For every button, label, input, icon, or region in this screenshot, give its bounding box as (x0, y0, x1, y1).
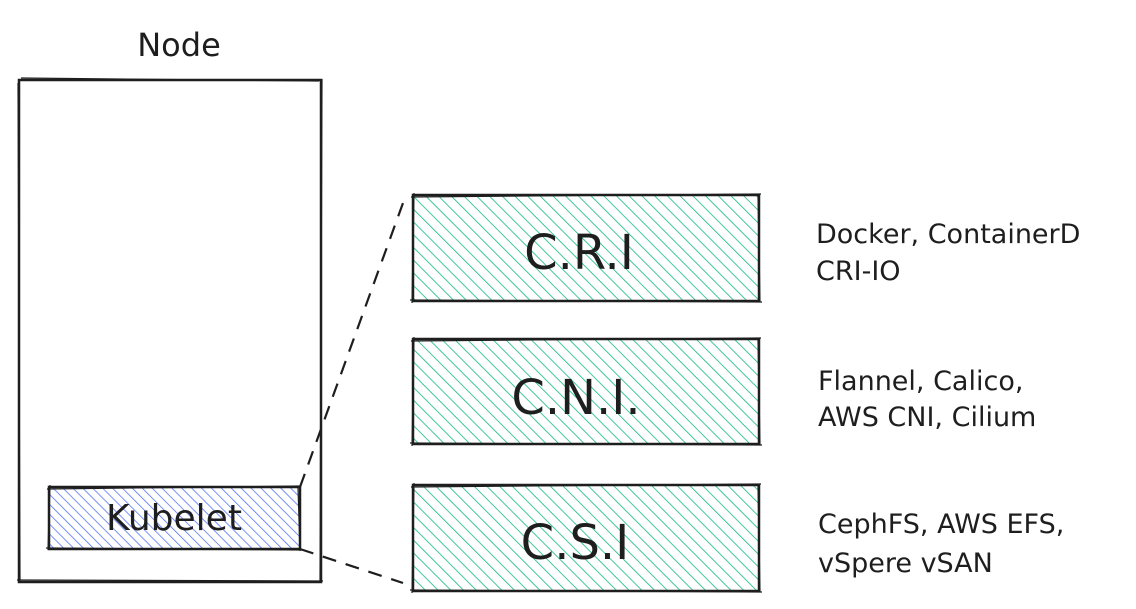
cni-examples-line-1: Flannel, Calico, (818, 366, 1023, 397)
connector-top-dashed-line (298, 202, 405, 488)
cni-examples-line-2: AWS CNI, Cilium (818, 402, 1036, 433)
connector-bottom-dashed-line (299, 547, 404, 585)
kubelet-box (45, 484, 303, 552)
node-box (16, 77, 324, 584)
cri-examples-line-2: CRI-IO (816, 256, 901, 287)
csi-examples-line-1: CephFS, AWS EFS, (818, 509, 1064, 540)
cri-box (409, 192, 763, 304)
kubelet-label: Kubelet (106, 498, 242, 539)
csi-examples-line-2: vSpere vSAN (818, 548, 993, 579)
csi-label: C.S.I (521, 515, 630, 571)
csi-box (409, 482, 763, 594)
cni-label: C.N.I. (511, 370, 640, 426)
cri-label: C.R.I (524, 225, 634, 281)
cni-box (409, 336, 763, 447)
node-title: Node (137, 26, 221, 64)
cri-examples-line-1: Docker, ContainerD (816, 219, 1080, 250)
